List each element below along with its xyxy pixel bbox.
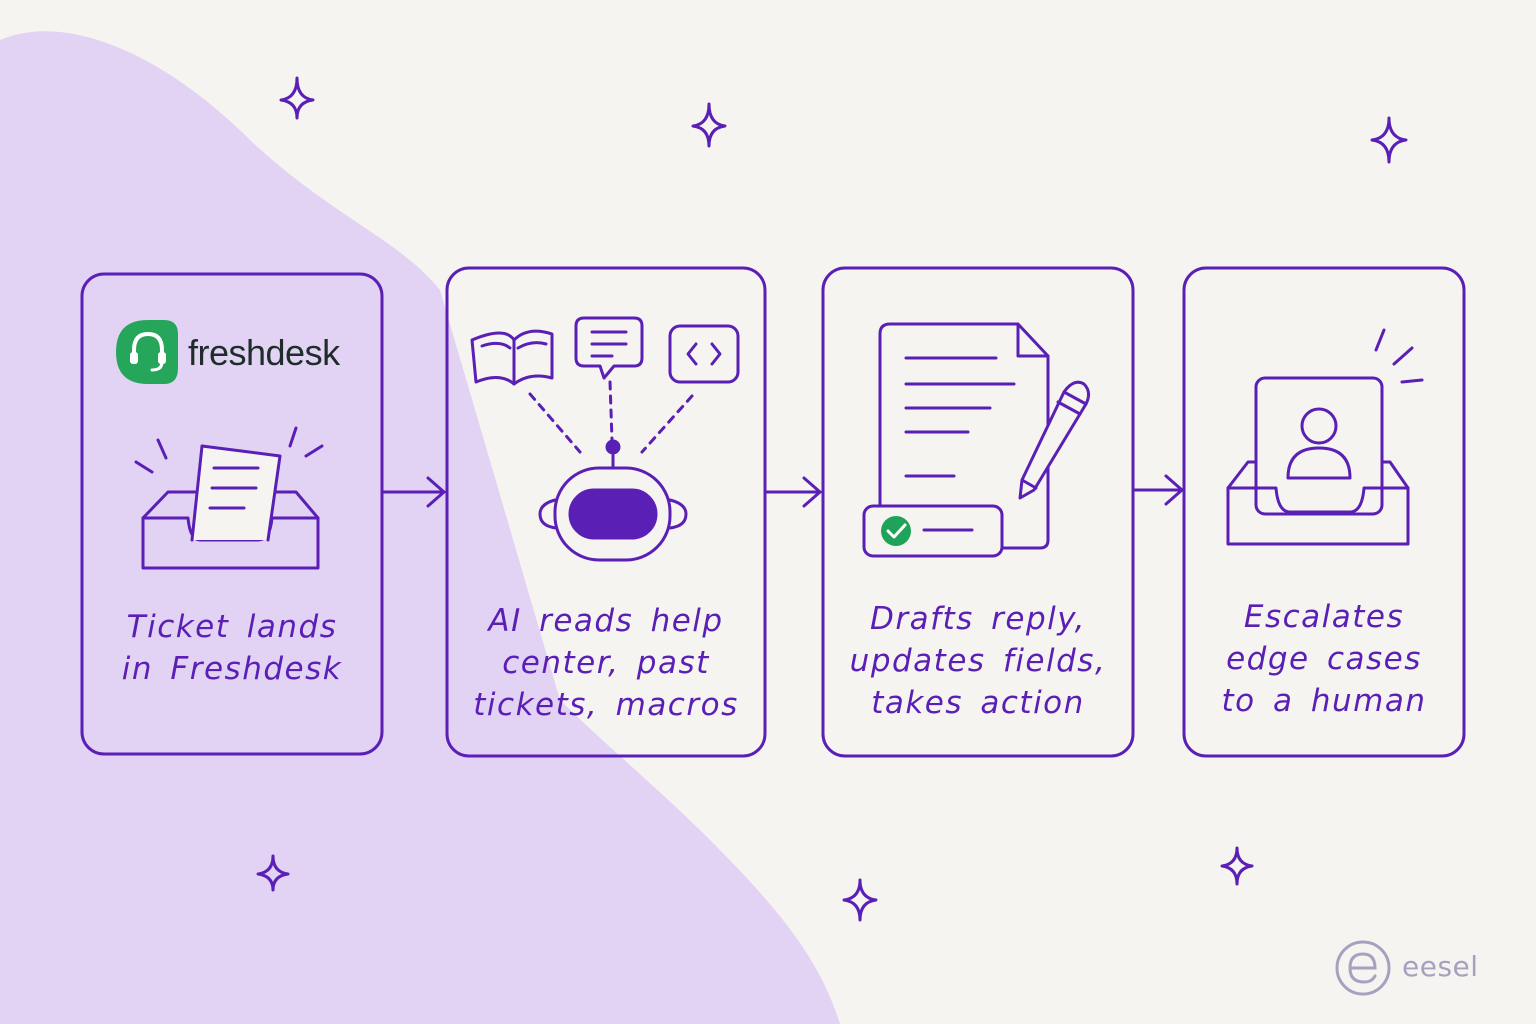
step-1-line-2: in Freshdesk <box>121 651 343 687</box>
sparkle-icon <box>256 854 290 892</box>
step-4-line-1: Escalates <box>1243 599 1405 635</box>
step-box-3 <box>821 266 1135 758</box>
freshdesk-logo-text: freshdesk <box>188 332 340 373</box>
step-3-label: Drafts reply, updates fields, takes acti… <box>823 598 1133 724</box>
knowledge-connectors <box>528 380 694 454</box>
step-box-1 <box>80 272 384 756</box>
pencil-icon <box>1018 380 1091 500</box>
eesel-logo-icon <box>1335 940 1391 996</box>
eesel-logo-text: eesel <box>1402 950 1479 983</box>
chat-bubble-icon <box>574 316 644 380</box>
step-3-line-1: Drafts reply, <box>869 601 1087 637</box>
inbox-ticket-icon <box>134 426 324 570</box>
sparkle-icon <box>691 102 727 148</box>
sparkle-icon <box>279 76 315 120</box>
step-box-2 <box>445 266 767 758</box>
background-blob <box>0 31 840 1024</box>
freshdesk-headset-icon <box>116 320 178 384</box>
step-3-line-2: updates fields, <box>849 643 1107 679</box>
robot-icon <box>538 439 688 562</box>
step-4-line-2: edge cases <box>1226 641 1422 677</box>
arrow-1 <box>382 476 446 508</box>
code-icon <box>668 324 740 384</box>
check-icon <box>881 516 911 546</box>
step-2-line-2: center, past <box>502 645 710 681</box>
step-2-line-3: tickets, macros <box>473 687 739 723</box>
sparkle-icon <box>842 878 878 922</box>
arrow-2 <box>765 476 822 508</box>
step-4-label: Escalates edge cases to a human <box>1184 596 1464 722</box>
step-3-line-3: takes action <box>871 685 1085 721</box>
step-2-label: AI reads help center, past tickets, macr… <box>447 600 765 726</box>
book-icon <box>470 329 554 386</box>
step-4-line-3: to a human <box>1221 683 1427 719</box>
step-1-line-1: Ticket lands <box>126 609 338 645</box>
step-2-line-1: AI reads help <box>488 603 724 639</box>
sparkle-icon <box>1370 116 1408 164</box>
step-box-4 <box>1182 266 1466 758</box>
arrow-3 <box>1133 474 1184 506</box>
sparkle-icon <box>1220 846 1254 886</box>
step-1-label: Ticket lands in Freshdesk <box>82 606 382 690</box>
inbox-person-icon <box>1226 328 1424 546</box>
